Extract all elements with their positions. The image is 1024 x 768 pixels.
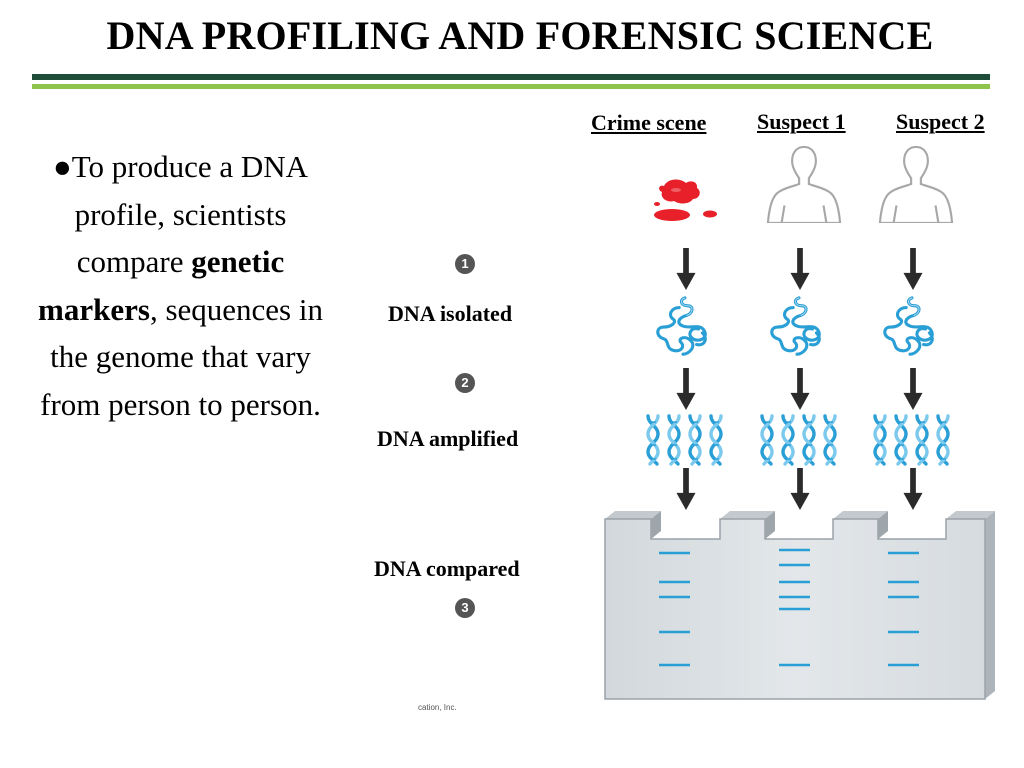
step-1-badge: 1: [455, 254, 475, 274]
step-1-label: DNA isolated: [388, 301, 513, 326]
down-arrow-icon: [790, 368, 810, 410]
down-arrow-icon: [903, 248, 923, 290]
bullet-text-after: , sequences in the genome that vary from…: [40, 291, 323, 422]
suspect-2-silhouette-icon: [878, 145, 954, 223]
down-arrow-icon: [903, 468, 923, 510]
bullet-bold-term: genetic markers: [38, 244, 285, 327]
down-arrow-icon: [903, 368, 923, 410]
down-arrow-icon: [676, 248, 696, 290]
down-arrow-icon: [676, 468, 696, 510]
step-3-label: DNA compared: [374, 556, 520, 581]
column-label-suspect-1: Suspect 1: [757, 109, 846, 134]
dna-helix-icon: [875, 416, 948, 464]
column-label-crime-scene: Crime scene: [591, 110, 707, 135]
dna-coil-icon: [656, 296, 707, 356]
dna-helix-icon: [762, 416, 835, 464]
step-2-label: DNA amplified: [377, 426, 519, 451]
down-arrow-icon: [790, 468, 810, 510]
bullet-marker: ●: [52, 149, 72, 184]
down-arrow-icon: [790, 248, 810, 290]
slide-title: DNA PROFILING AND FORENSIC SCIENCE: [106, 13, 934, 58]
gel-bands: [659, 548, 919, 667]
electrophoresis-gel: [604, 511, 995, 700]
column-label-suspect-2: Suspect 2: [896, 109, 985, 134]
bullet-text-before: To produce a DNA profile, scientists com…: [71, 149, 309, 279]
title-divider-light: [32, 84, 990, 89]
step-3-badge: 3: [455, 598, 475, 618]
blood-splatter-icon: [654, 179, 717, 221]
suspect-1-silhouette-icon: [766, 145, 842, 223]
down-arrow-icon: [676, 368, 696, 410]
dna-coil-icon: [770, 296, 821, 356]
image-credit: cation, Inc.: [418, 703, 457, 712]
dna-coil-icon: [883, 296, 934, 356]
title-divider-dark: [32, 74, 990, 80]
bullet-text: ●To produce a DNA profile, scientists co…: [28, 143, 333, 428]
step-2-badge: 2: [455, 373, 475, 393]
dna-helix-icon: [648, 416, 721, 464]
